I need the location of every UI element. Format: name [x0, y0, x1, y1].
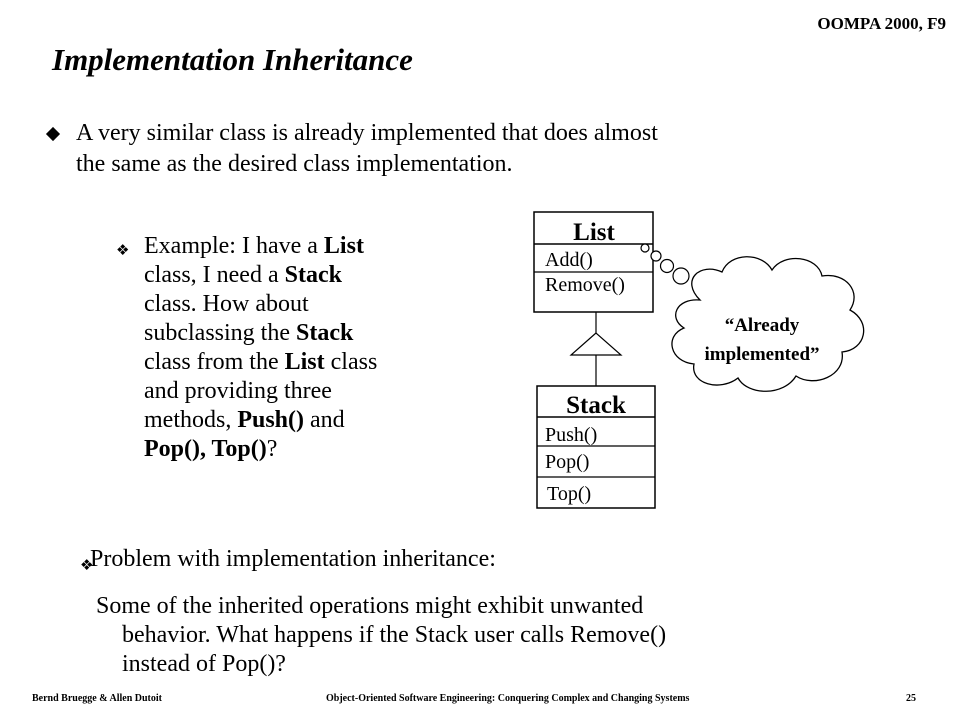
main-bullet-line-2: the same as the desired class implementa…: [76, 151, 513, 177]
thought-cloud: “Already implemented”: [671, 256, 865, 392]
example-segment: Example: I have a: [144, 233, 324, 259]
example-line: Example: I have a List: [144, 232, 458, 261]
problem-bullet: ❖ Problem with implementation inheritanc…: [80, 545, 496, 574]
example-segment: class. How about: [144, 291, 309, 317]
problem-body-line-1: Some of the inherited operations might e…: [96, 593, 644, 619]
thought-bubble-circles: [640, 243, 690, 285]
star-bullet-icon: ❖: [116, 241, 130, 259]
inheritance-arrow: [569, 312, 623, 386]
main-bullet: A very similar class is already implemen…: [45, 118, 898, 180]
example-segment: methods,: [144, 407, 238, 433]
example-segment: class from the: [144, 349, 285, 375]
example-bold-segment: List: [323, 233, 364, 259]
example-bold-segment: Stack: [284, 262, 342, 288]
stack-op-top: Top(): [547, 483, 591, 505]
example-segment: and: [304, 407, 345, 433]
slide-title: Implementation Inheritance: [52, 42, 413, 77]
course-label: OOMPA 2000, F9: [817, 14, 946, 33]
stack-class-name: Stack: [566, 392, 626, 419]
list-op-add: Add(): [545, 249, 593, 271]
stack-class-box: Stack Push() Pop() Top(): [536, 385, 656, 509]
example-line: class. How about: [144, 290, 458, 319]
problem-heading: Problem with implementation inheritance:: [90, 546, 496, 572]
example-line: class from the List class: [144, 348, 458, 377]
star-bullet-icon: ❖: [80, 556, 94, 574]
example-segment: subclassing the: [144, 320, 296, 346]
footer-book: Object-Oriented Software Engineering: Co…: [326, 693, 690, 704]
example-line: Pop(), Top()?: [144, 435, 458, 464]
main-bullet-line-1: A very similar class is already implemen…: [76, 120, 658, 146]
example-segment: class, I need a: [144, 262, 285, 288]
list-class-name: List: [573, 219, 615, 246]
example-segment: and providing three: [144, 378, 332, 404]
example-bold-segment: Pop(), Top(): [144, 436, 267, 462]
example-bold-segment: Stack: [295, 320, 354, 346]
example-line: class, I need a Stack: [144, 261, 458, 290]
footer-page: 25: [906, 693, 916, 704]
example-bold-segment: List: [284, 349, 325, 375]
example-line: methods, Push() and: [144, 406, 458, 435]
example-line: and providing three: [144, 377, 458, 406]
main-bullet-text: A very similar class is already implemen…: [76, 118, 898, 180]
problem-body-line-3: instead of Pop()?: [122, 651, 286, 677]
stack-op-pop: Pop(): [545, 451, 589, 473]
thought-line-1: “Already: [725, 315, 800, 336]
example-segment: ?: [266, 436, 278, 462]
thought-line-2: implemented”: [704, 344, 819, 365]
example-segment: class: [324, 349, 378, 375]
stack-op-push: Push(): [545, 424, 597, 446]
example-bold-segment: Push(): [237, 407, 305, 433]
problem-body: Some of the inherited operations might e…: [96, 592, 896, 679]
example-line: subclassing the Stack: [144, 319, 458, 348]
footer-authors: Bernd Bruegge & Allen Dutoit: [32, 693, 162, 704]
list-class-box: List Add() Remove(): [533, 211, 654, 313]
problem-body-line-2: behavior. What happens if the Stack user…: [122, 622, 667, 648]
list-op-remove: Remove(): [545, 274, 625, 296]
